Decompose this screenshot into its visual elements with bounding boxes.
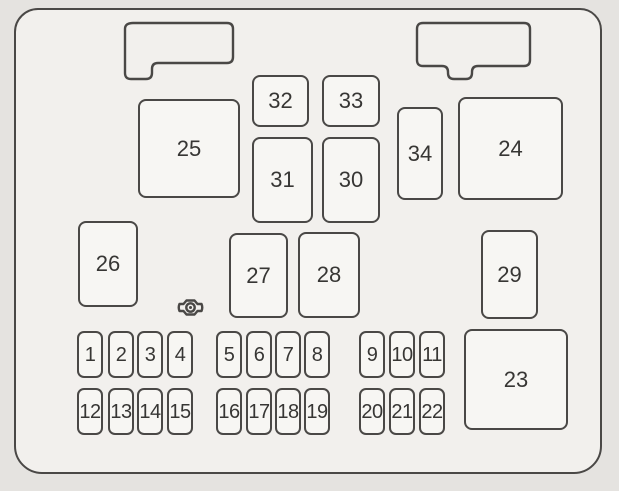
fuse-box-16: 16 [216,388,242,435]
relay-box-27: 27 [229,233,288,318]
relay-box-28: 28 [298,232,360,318]
fuse-box-13: 13 [108,388,134,435]
relay-box-31: 31 [252,137,313,223]
relay-label-28: 28 [316,262,342,287]
relay-label-26: 26 [95,251,121,276]
fuse-box-4: 4 [167,331,193,378]
fuse-label-16: 16 [218,400,240,423]
fuse-label-1: 1 [84,343,96,366]
relay-box-26: 26 [78,221,138,307]
fuse-label-14: 14 [139,400,161,423]
relay-label-33: 33 [338,88,364,113]
relay-box-33: 33 [322,75,380,127]
fuse-label-2: 2 [115,343,127,366]
fuse-box-7: 7 [275,331,301,378]
fuse-label-18: 18 [277,400,299,423]
fuse-label-19: 19 [306,400,328,423]
fuse-box-9: 9 [359,331,385,378]
fuse-box-22: 22 [419,388,445,435]
mounting-tab-right-icon [415,21,532,81]
relay-label-24: 24 [498,135,523,161]
fuse-box-15: 15 [167,388,193,435]
fuse-box-19: 19 [304,388,330,435]
fuse-label-4: 4 [174,343,186,366]
fuse-box-3: 3 [137,331,163,378]
relay-box-32: 32 [252,75,309,127]
relay-box-29: 29 [481,230,538,319]
relay-box-34: 34 [397,107,443,200]
fuse-box-8: 8 [304,331,330,378]
relay-label-30: 30 [338,167,364,192]
relay-box-25: 25 [138,99,240,198]
relay-box-24: 24 [458,97,563,200]
fuse-label-9: 9 [366,343,378,366]
fuse-label-7: 7 [282,343,294,366]
fuse-label-22: 22 [421,400,443,423]
fuse-box-17: 17 [246,388,272,435]
relay-label-27: 27 [246,262,271,288]
relay-label-29: 29 [497,261,522,287]
relay-label-23: 23 [503,366,529,392]
mounting-tab-left-icon [123,21,235,81]
fuse-box-5: 5 [216,331,242,378]
fuse-label-12: 12 [79,400,101,423]
fuse-label-8: 8 [311,343,323,366]
fuse-label-21: 21 [391,400,413,423]
relay-box-30: 30 [322,137,380,223]
fuse-box-2: 2 [108,331,134,378]
fuse-box-10: 10 [389,331,415,378]
fuse-label-10: 10 [391,343,413,366]
fuse-label-13: 13 [110,400,132,423]
fuse-label-5: 5 [223,343,235,366]
relay-label-34: 34 [407,140,433,166]
fuse-box-21: 21 [389,388,415,435]
fuse-label-20: 20 [361,400,383,423]
fuse-box-14: 14 [137,388,163,435]
fuse-box-20: 20 [359,388,385,435]
fuse-label-15: 15 [169,400,191,423]
relay-label-31: 31 [270,167,295,192]
relay-label-32: 32 [268,88,293,113]
fuse-label-3: 3 [144,343,156,366]
fuse-box-1: 1 [77,331,103,378]
fuse-label-11: 11 [422,343,442,366]
fuse-label-6: 6 [253,343,265,366]
fuse-box-18: 18 [275,388,301,435]
bolt-icon [177,299,204,316]
relay-label-25: 25 [176,135,202,161]
fuse-box-6: 6 [246,331,272,378]
fuse-box-11: 11 [419,331,445,378]
relay-box-23: 23 [464,329,568,430]
fuse-box-12: 12 [77,388,103,435]
fuse-label-17: 17 [248,400,270,423]
